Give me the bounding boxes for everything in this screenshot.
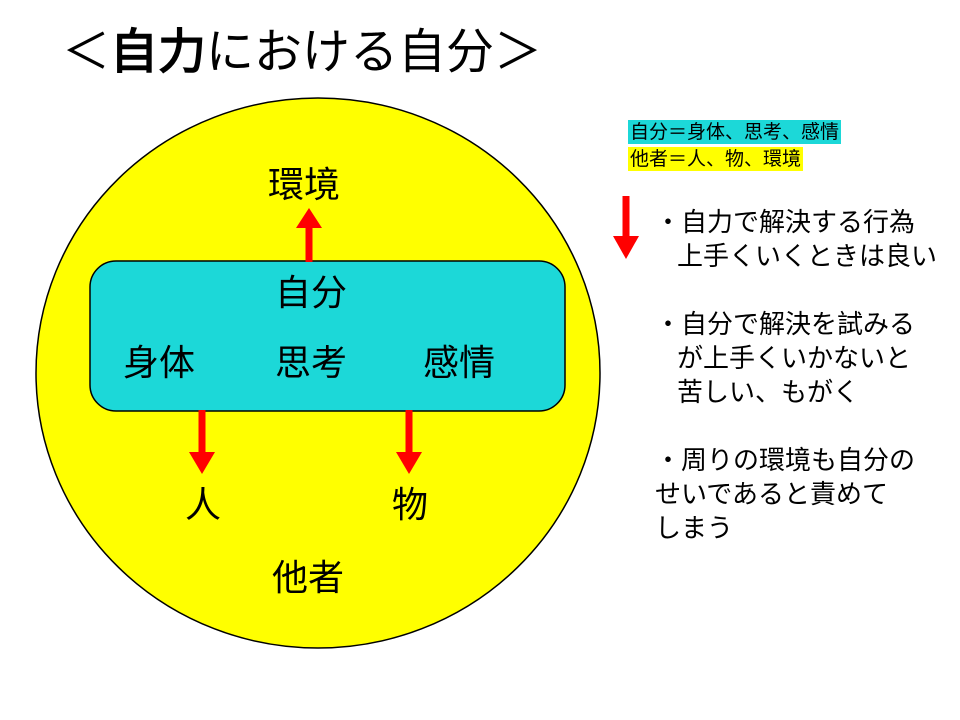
note-2-line-3: 苦しい、もがく bbox=[677, 378, 860, 408]
note-3: ・周りの環境も自分の せいであると責めて しまう bbox=[655, 444, 937, 546]
arrow-down-left-head bbox=[189, 452, 215, 474]
label-emotion: 感情 bbox=[423, 343, 496, 384]
note-3-line-3: しまう bbox=[655, 514, 734, 544]
label-self: 自分 bbox=[275, 273, 348, 314]
label-person: 人 bbox=[185, 485, 222, 526]
note-2-line-1: ・自分で解決を試みる bbox=[655, 310, 916, 340]
note-3-line-1: ・周りの環境も自分の bbox=[655, 446, 916, 476]
title-close-bracket: ＞ bbox=[494, 24, 543, 80]
title-open-bracket: ＜ bbox=[62, 24, 111, 80]
label-others: 他者 bbox=[272, 558, 345, 599]
side-arrow-head bbox=[613, 236, 639, 259]
note-2-line-2: が上手くいかないと bbox=[677, 344, 912, 374]
title-bold-part: 自力 bbox=[110, 24, 207, 80]
inner-box bbox=[89, 260, 566, 412]
note-1: ・自力で解決する行為 上手くいくときは良い bbox=[655, 206, 937, 274]
label-thing: 物 bbox=[392, 485, 429, 526]
label-body: 身体 bbox=[123, 343, 196, 384]
label-thought: 思考 bbox=[275, 343, 348, 384]
legend-others: 他者＝人、物、環境 bbox=[628, 147, 804, 171]
notes: ・自力で解決する行為 上手くいくときは良い ・自分で解決を試みる が上手くいかな… bbox=[655, 206, 937, 580]
arrow-up-head bbox=[296, 208, 322, 228]
title-rest: における自分 bbox=[206, 24, 495, 80]
arrow-down-right-head bbox=[396, 452, 422, 474]
label-environment: 環境 bbox=[268, 165, 341, 206]
page-title: ＜自力における自分＞ bbox=[62, 22, 542, 82]
note-3-line-2: せいであると責めて bbox=[655, 480, 888, 510]
note-1-line-1: ・自力で解決する行為 bbox=[655, 208, 916, 238]
legend-self: 自分＝身体、思考、感情 bbox=[628, 120, 842, 144]
note-1-line-2: 上手くいくときは良い bbox=[677, 242, 938, 272]
note-2: ・自分で解決を試みる が上手くいかないと 苦しい、もがく bbox=[655, 308, 937, 410]
